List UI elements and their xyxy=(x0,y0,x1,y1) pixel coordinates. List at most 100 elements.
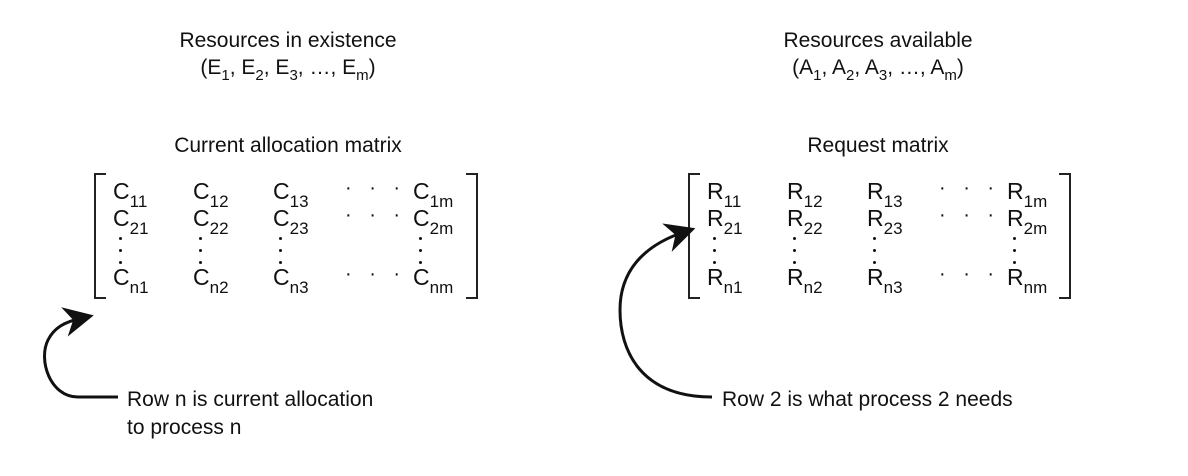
cell-symbol: C xyxy=(193,178,210,204)
vec-sub: 2 xyxy=(255,67,264,84)
matrix-cell: R12 xyxy=(787,178,823,211)
vec-ellipsis: … xyxy=(309,56,331,79)
matrix-cell: Cn3 xyxy=(273,266,309,297)
cell-symbol: R xyxy=(1007,178,1024,204)
cell-symbol: R xyxy=(787,178,804,204)
cell-symbol: C xyxy=(413,205,430,231)
vertical-ellipsis xyxy=(873,237,877,273)
cell-subscript: 21 xyxy=(129,219,149,238)
horizontal-ellipsis: · · · xyxy=(345,177,407,199)
cell-symbol: R xyxy=(707,178,724,204)
available-vector: (A1, A2, A3, …, Am) xyxy=(792,56,964,84)
request-matrix-title: Request matrix xyxy=(807,134,949,157)
cell-symbol: C xyxy=(413,178,430,204)
matrix-cell: Cn2 xyxy=(193,266,229,297)
vec-sym: A xyxy=(864,56,879,79)
matrix-cell: Cnm xyxy=(413,264,453,297)
matrix-cell: C12 xyxy=(193,178,229,211)
cell-subscript: n2 xyxy=(803,278,823,297)
cell-symbol: R xyxy=(1007,205,1024,231)
matrix-right-bracket xyxy=(466,173,478,299)
horizontal-ellipsis: · · · xyxy=(939,177,1001,199)
vertical-ellipsis xyxy=(793,237,797,273)
horizontal-ellipsis: · · · xyxy=(345,263,407,285)
cell-subscript: 11 xyxy=(129,192,148,211)
vec-sym: E xyxy=(207,56,222,79)
cell-subscript: 13 xyxy=(289,192,309,211)
matrix-cell: R23 xyxy=(867,205,903,238)
horizontal-ellipsis: · · · xyxy=(939,204,1001,226)
matrix-cell: Rn1 xyxy=(707,264,743,297)
cell-subscript: 23 xyxy=(289,219,309,238)
cell-subscript: nm xyxy=(1023,278,1048,297)
matrix-cell: C21 xyxy=(113,205,149,238)
vec-ellipsis: … xyxy=(898,56,920,79)
cell-symbol: C xyxy=(193,205,210,231)
vec-sym: E xyxy=(342,56,357,79)
cell-subscript: n2 xyxy=(209,278,229,297)
matrix-cell: R11 xyxy=(707,178,741,211)
matrix-cell: R22 xyxy=(787,205,823,238)
cell-subscript: n1 xyxy=(129,278,149,297)
vertical-ellipsis xyxy=(1013,237,1017,273)
vec-sym: E xyxy=(241,56,256,79)
cell-symbol: C xyxy=(113,264,130,290)
vertical-ellipsis xyxy=(279,237,283,273)
cell-subscript: nm xyxy=(429,278,454,297)
matrix-cell: R1m xyxy=(1007,178,1047,211)
matrix-cell: C1m xyxy=(413,178,453,211)
left-annotation-line1: Row n is current allocation xyxy=(127,388,374,411)
cell-subscript: 21 xyxy=(723,219,743,238)
vec-sub: 3 xyxy=(878,67,888,84)
cell-symbol: R xyxy=(787,205,804,231)
matrix-cell: R2m xyxy=(1007,205,1047,238)
cell-subscript: 23 xyxy=(883,219,903,238)
cell-symbol: C xyxy=(113,178,130,204)
cell-subscript: 13 xyxy=(883,192,903,211)
matrix-cell: C2m xyxy=(413,205,453,238)
cell-symbol: R xyxy=(867,205,884,231)
cell-symbol: C xyxy=(113,205,130,231)
matrix-cell: C23 xyxy=(273,207,309,238)
current-allocation-matrix-title: Current allocation matrix xyxy=(174,134,402,157)
vec-sub: m xyxy=(944,67,957,84)
cell-symbol: C xyxy=(273,178,290,204)
right-curved-arrow xyxy=(618,223,713,399)
cell-symbol: R xyxy=(867,178,884,204)
vec-sym: A xyxy=(930,56,945,79)
vec-sym: A xyxy=(831,56,846,79)
matrix-right-bracket xyxy=(1059,173,1071,299)
cell-symbol: R xyxy=(707,264,724,290)
cell-subscript: n3 xyxy=(289,278,309,297)
cell-subscript: 1m xyxy=(1023,192,1048,211)
matrix-cell: R13 xyxy=(867,178,903,211)
cell-subscript: 22 xyxy=(209,219,229,238)
matrix-cell: C11 xyxy=(113,178,147,211)
cell-symbol: C xyxy=(413,264,430,290)
matrix-left-bracket xyxy=(94,173,106,299)
right-annotation: Row 2 is what process 2 needs xyxy=(722,388,1013,411)
vertical-ellipsis xyxy=(713,237,717,273)
cell-subscript: 2m xyxy=(1023,219,1048,238)
cell-subscript: 2m xyxy=(429,219,454,238)
cell-subscript: 11 xyxy=(723,192,742,211)
horizontal-ellipsis: · · · xyxy=(939,263,1001,285)
cell-symbol: R xyxy=(867,264,884,290)
matrix-cell: C22 xyxy=(193,205,229,238)
vec-sub: 3 xyxy=(289,67,298,84)
left-annotation-line2: to process n xyxy=(127,416,242,439)
vec-sym: E xyxy=(275,56,290,79)
horizontal-ellipsis: · · · xyxy=(345,204,407,226)
cell-subscript: 12 xyxy=(209,192,229,211)
vertical-ellipsis xyxy=(199,237,203,273)
matrix-cell: C13 xyxy=(273,178,309,211)
vertical-ellipsis xyxy=(119,237,123,273)
vec-sub: m xyxy=(356,67,369,84)
cell-symbol: R xyxy=(707,205,724,231)
vertical-ellipsis xyxy=(419,237,423,273)
vec-sub: 1 xyxy=(221,67,230,84)
cell-subscript: 1m xyxy=(429,192,454,211)
vec-sub: 2 xyxy=(845,67,855,84)
resources-in-existence-title: Resources in existence xyxy=(179,29,397,52)
